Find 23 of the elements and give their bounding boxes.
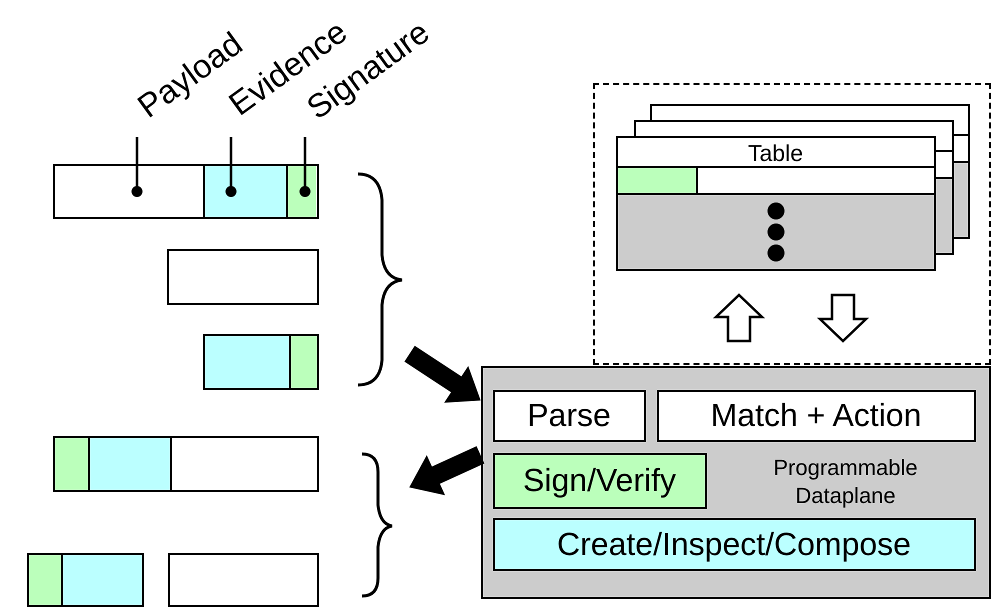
packet-field <box>205 166 288 217</box>
function-block: Sign/Verify <box>492 452 706 508</box>
function-block: Match + Action <box>656 390 976 442</box>
table-title: Table <box>748 140 803 166</box>
packet-bar <box>27 553 144 607</box>
table-region <box>593 83 991 365</box>
leader-line <box>226 137 236 197</box>
dataplane-panel <box>481 366 991 599</box>
block-arrow <box>816 294 870 343</box>
leader-line <box>132 137 142 197</box>
panel-label: Programmable Dataplane <box>772 454 919 510</box>
packet-bar <box>168 553 319 607</box>
packet-bar <box>53 436 319 492</box>
block-arrow <box>404 346 481 403</box>
block-arrow <box>409 446 484 496</box>
packet-bar <box>53 164 319 219</box>
block-arrow <box>712 293 766 342</box>
leader-line <box>300 137 310 197</box>
function-block: Parse <box>492 390 646 442</box>
table-card <box>616 136 936 270</box>
packet-bar <box>203 334 319 390</box>
packet-bar <box>167 249 319 305</box>
function-block: Create/Inspect/Compose <box>492 518 976 570</box>
